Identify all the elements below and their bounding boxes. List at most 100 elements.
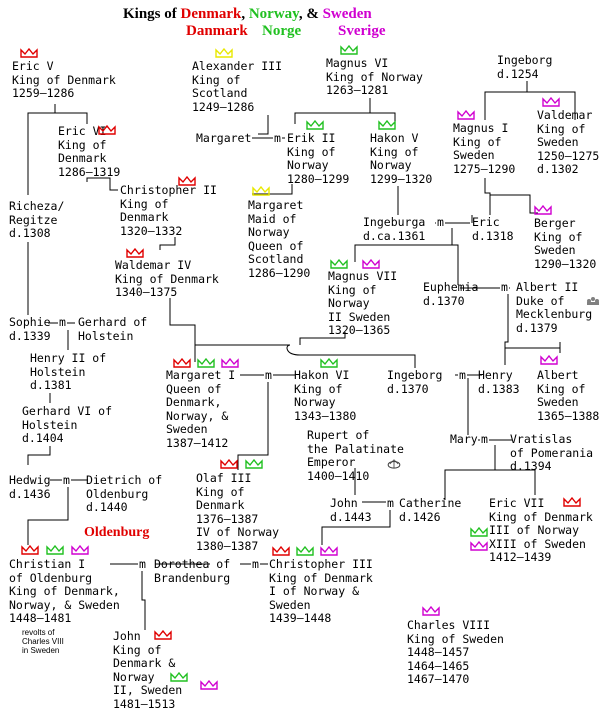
person-line: d.1443 [330, 509, 372, 524]
person-line: 1481–1513 [113, 696, 176, 711]
person-line: Norway [113, 669, 155, 684]
person-line: IV of Norway [196, 525, 280, 540]
title-denmark: Denmark [180, 6, 242, 22]
person-line: Norway [287, 158, 329, 173]
person-line: Scotland [192, 86, 248, 101]
person-line: of Oldenburg [9, 570, 93, 585]
crown-scotland-icon [252, 186, 270, 196]
marriage-mark: m [386, 496, 395, 510]
person-line: Sophie [9, 315, 51, 329]
person-line: Denmark, [166, 395, 222, 410]
person-line: 1320–1332 [120, 223, 183, 238]
person-line: d.1302 [537, 162, 579, 177]
person-line: 1464–1465 [407, 658, 470, 673]
person-line: Queen of [166, 381, 222, 396]
person-line: Norway [294, 395, 336, 410]
person-line: Erik II [287, 131, 336, 145]
person-line: Sweden [537, 135, 579, 150]
person-line: 1365–1388 [537, 408, 600, 423]
person-line: d.1440 [86, 500, 128, 515]
person-line: 1259–1286 [12, 86, 75, 101]
person-line: King of Denmark [489, 509, 593, 524]
person-line: the Palatinate [307, 441, 404, 456]
person-line: King of [294, 381, 343, 396]
person-line: 1290–1320 [534, 256, 597, 271]
person-line: King of Denmark [115, 271, 219, 286]
person-line: Berger [534, 216, 576, 230]
person-line: Brandenburg [154, 570, 231, 585]
crown-denmark-icon [154, 630, 172, 640]
person-line: King of [328, 282, 377, 297]
crown-denmark-icon [20, 48, 38, 58]
crown-sweden-icon [422, 606, 440, 616]
person-line: d.1370 [387, 381, 429, 396]
person-line: Magnus VI [326, 56, 389, 70]
title-danmark: Danmark [186, 23, 248, 39]
person-line: Sweden [269, 597, 311, 612]
page-title: Kings of Denmark, Norway, & Sweden [123, 6, 372, 23]
person-line: 1448–1481 [9, 611, 72, 626]
person-line: King of [370, 144, 419, 159]
person-line: of Pomerania [510, 445, 594, 460]
crown-scotland-icon [215, 48, 233, 58]
crown-norway-icon [296, 546, 314, 556]
person-line: Eric VII [489, 496, 545, 510]
crown-sweden-icon [457, 110, 475, 120]
crown-denmark-icon [98, 125, 116, 135]
imperial-crown-icon [387, 459, 401, 469]
title-prefix: Kings of [123, 6, 177, 22]
person-ingeburga-dates: d.ca.1361 [363, 229, 425, 244]
crown-sweden-icon [540, 355, 558, 365]
person-line: Oldenburg [86, 486, 149, 501]
person-line: Mecklenburg [516, 307, 593, 322]
person-line: 1340–1375 [115, 285, 178, 300]
person-margaret-scotland: Margaret [196, 131, 251, 146]
person-line: Margaret I [166, 368, 236, 382]
person-line: King of [453, 134, 502, 149]
crown-denmark-icon [220, 459, 238, 469]
person-line: Ingeburga [363, 215, 426, 229]
person-line: King of [537, 121, 586, 136]
person-line: King of [113, 642, 162, 657]
title-comma: , [241, 6, 246, 22]
crown-denmark-icon [563, 497, 581, 507]
person-line: II, Sweden [113, 683, 183, 698]
marriage-mark: m [264, 368, 273, 382]
person-line: 1286–1319 [58, 164, 121, 179]
person-line: Alexander III [192, 59, 283, 73]
person-line: King of Denmark, [9, 584, 120, 599]
person-line: d.1308 [9, 226, 51, 241]
person-line: King of Norway [326, 69, 423, 84]
crown-norway-icon [170, 672, 188, 682]
person-line: Valdemar [537, 108, 593, 122]
marriage-mark: m [436, 215, 445, 229]
person-line: d.1383 [478, 381, 520, 396]
person-line: 1343–1380 [294, 408, 357, 423]
person-line: Magnus I [453, 121, 509, 135]
person-line: Christopher III [269, 557, 373, 571]
marriage-mark: m [138, 557, 147, 571]
marriage-mark: m [458, 368, 467, 382]
crown-sweden-icon [200, 680, 218, 690]
person-line: revolts of [22, 628, 55, 637]
person-line: Olaf III [196, 471, 252, 485]
person-line: Emperor [307, 455, 356, 470]
person-line: King of Sweden [407, 631, 504, 646]
person-line: Norway [248, 225, 290, 240]
person-line: Henry II of [30, 351, 107, 365]
marriage-mark: m [500, 280, 509, 294]
